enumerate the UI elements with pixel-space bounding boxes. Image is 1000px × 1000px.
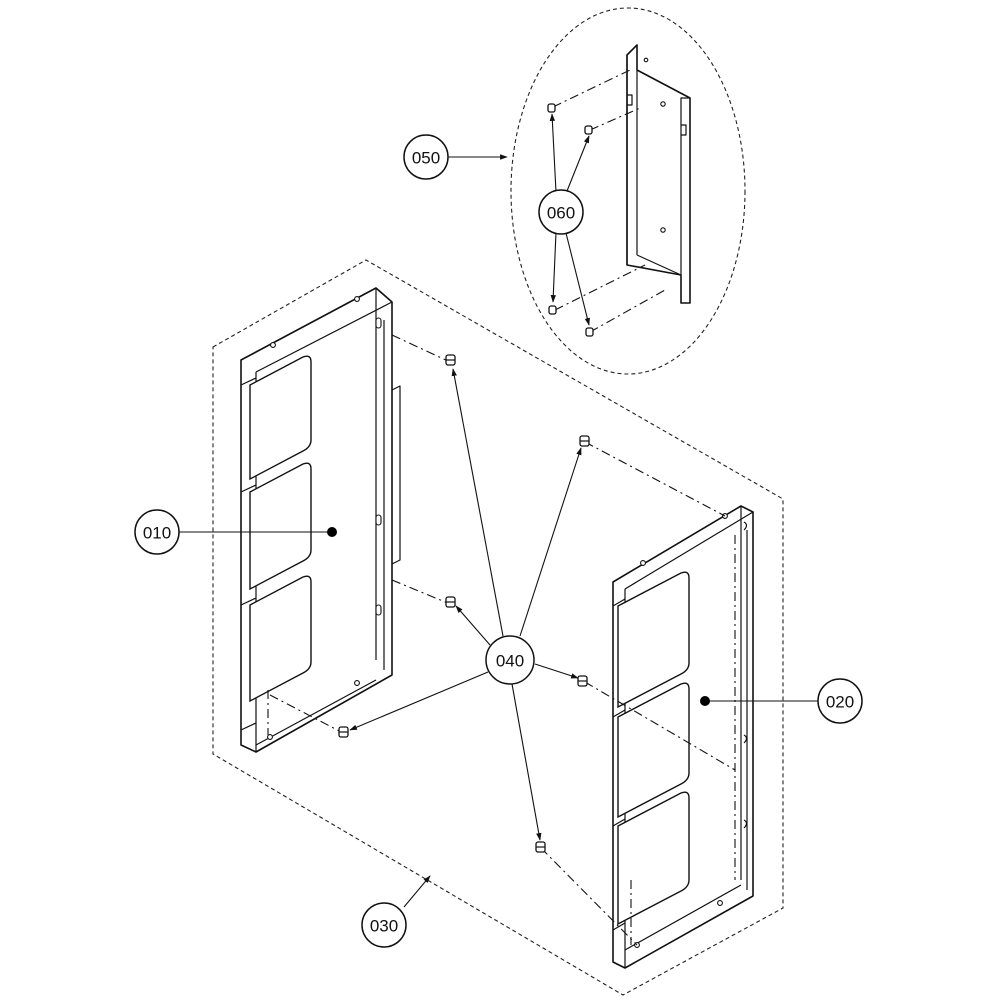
screw-icon	[579, 435, 590, 447]
callout-label: 010	[143, 524, 171, 543]
screw-icon	[338, 726, 349, 738]
screw-icon	[445, 354, 456, 366]
callout-010: 010	[134, 509, 180, 555]
assembly-group-outline	[212, 259, 784, 996]
screw-icon	[547, 103, 556, 113]
screw-icon	[548, 305, 557, 315]
callout-060: 060	[538, 189, 584, 235]
screws	[338, 103, 594, 853]
screw-icon	[445, 596, 456, 608]
callout-label: 060	[547, 204, 575, 223]
assembly-paths	[269, 69, 736, 946]
screw-icon	[584, 125, 593, 135]
screw-icon	[577, 675, 588, 687]
leader-dot-icon	[327, 527, 337, 537]
callout-040: 040	[485, 635, 535, 685]
screw-icon	[585, 327, 594, 337]
callout-label: 040	[496, 652, 524, 671]
detail-group-outline	[510, 7, 746, 375]
screw-icon	[535, 841, 546, 853]
callout-label: 050	[412, 149, 440, 168]
left-side-panel	[240, 287, 401, 753]
right-side-panel	[612, 505, 754, 969]
callout-050: 050	[403, 134, 449, 180]
callout-020: 020	[817, 678, 863, 724]
callout-label: 030	[370, 917, 398, 936]
callout-label: 020	[826, 693, 854, 712]
leader-lines	[179, 113, 818, 908]
leader-dot-icon	[700, 696, 710, 706]
callout-030: 030	[361, 902, 407, 948]
mounting-bracket	[626, 44, 691, 304]
